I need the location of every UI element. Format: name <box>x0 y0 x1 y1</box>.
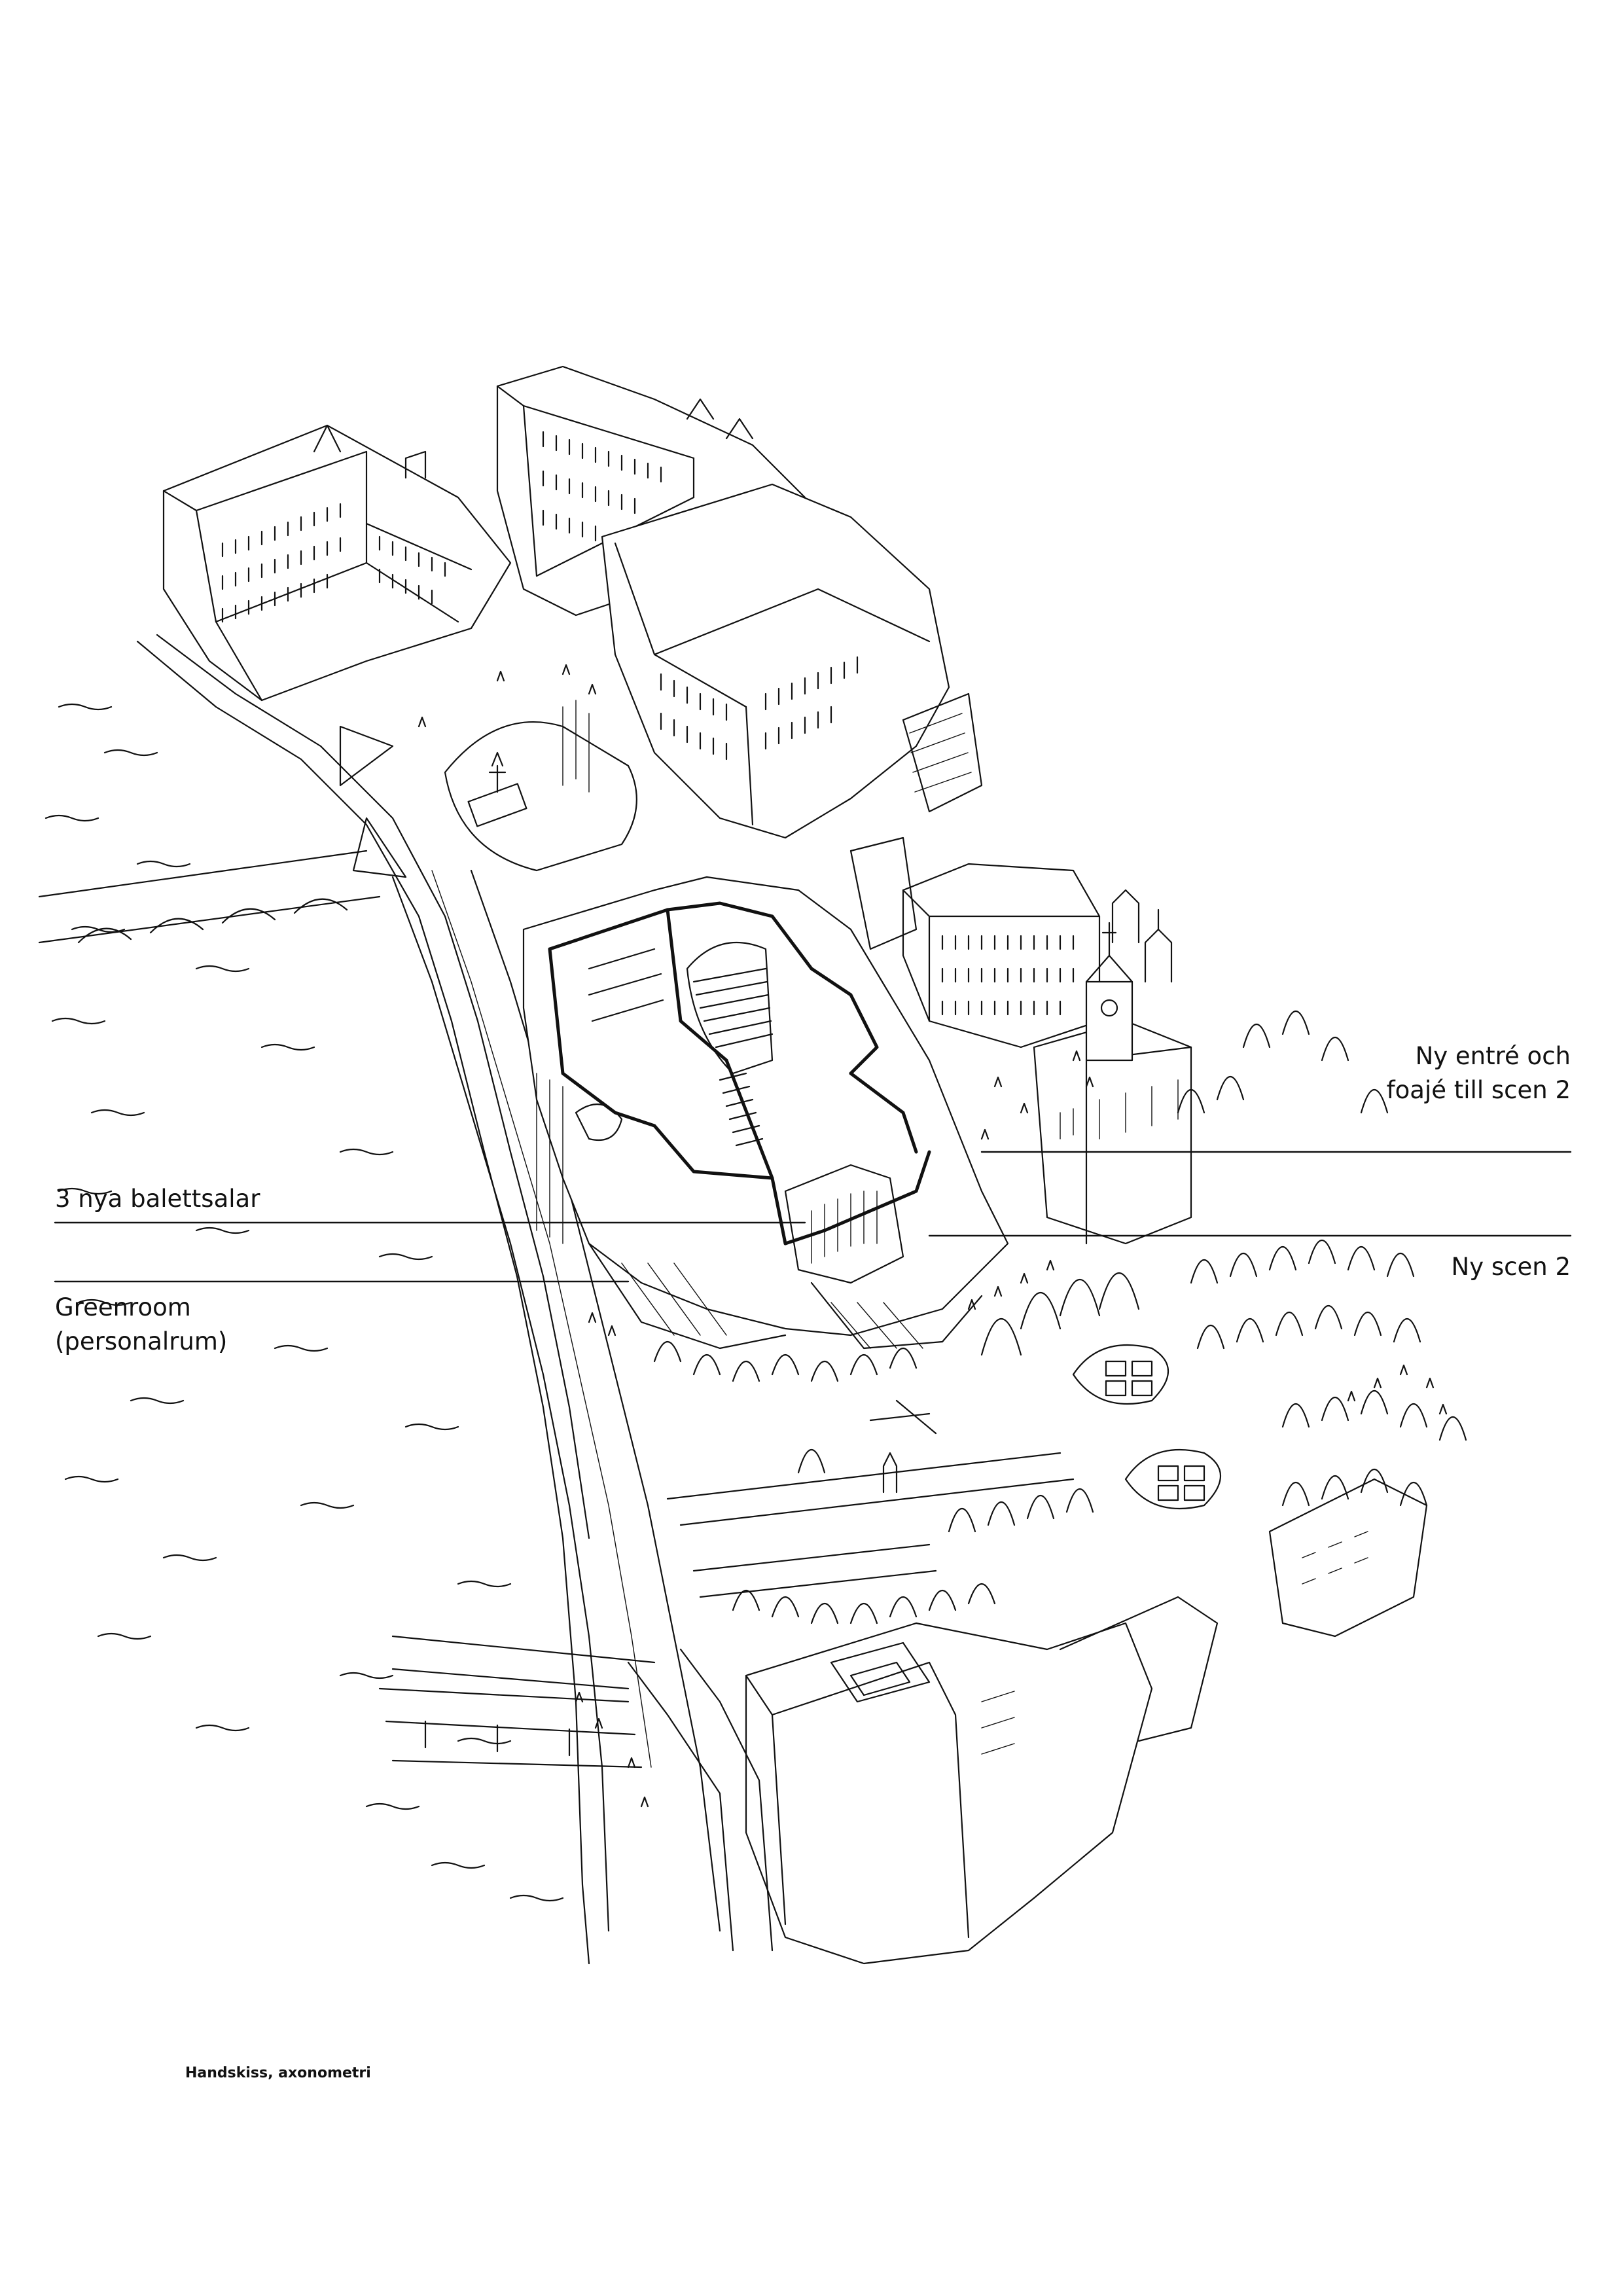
building-block-south <box>745 1478 1428 1965</box>
south-bridge <box>378 1687 643 1768</box>
label-ballet-text: 3 nya balettsalar <box>55 1185 260 1213</box>
park-paths <box>666 1344 1221 1598</box>
label-entrance-line2: foajé till scen 2 <box>1386 1076 1571 1104</box>
north-bridge <box>38 850 381 944</box>
label-stage-text: Ny scen 2 <box>1451 1253 1571 1281</box>
label-ballet-halls: 3 nya balettsalar <box>55 1182 260 1216</box>
people-figures <box>418 664 1448 1808</box>
opera-house-section <box>522 876 1009 1350</box>
building-block-northwest <box>162 424 512 702</box>
park-trees <box>653 1011 1467 1624</box>
label-entrance-foyer: Ny entré och foajé till scen 2 <box>1309 1039 1571 1107</box>
church <box>1033 889 1192 1245</box>
label-greenroom-line1: Greenroom <box>55 1293 191 1321</box>
building-block-northeast <box>601 483 983 839</box>
annotation-leader-lines <box>54 1151 1572 1283</box>
label-new-stage: Ny scen 2 <box>1309 1250 1571 1284</box>
label-greenroom: Greenroom (personalrum) <box>55 1291 227 1359</box>
label-greenroom-line2: (personalrum) <box>55 1327 228 1355</box>
river-water <box>45 703 564 1902</box>
south-roads <box>391 1635 774 1952</box>
square-with-statue <box>339 700 637 878</box>
label-entrance-line1: Ny entré och <box>1415 1042 1571 1070</box>
figure-caption: Handskiss, axonometri <box>185 2065 371 2081</box>
